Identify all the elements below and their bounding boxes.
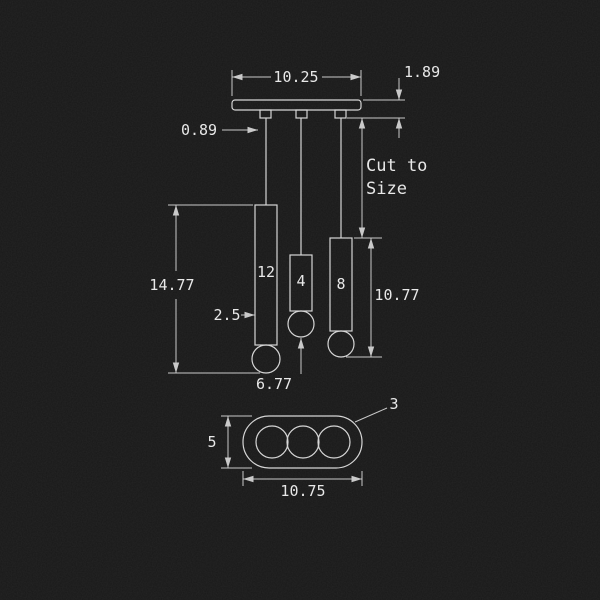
dim-middle-pendant-overall: 6.77 bbox=[256, 338, 305, 393]
dim-canopy-height: 1.89 bbox=[347, 63, 440, 138]
pendant-right: 8 bbox=[327, 237, 355, 358]
canopy-depth-label: 5 bbox=[207, 433, 216, 451]
hole-diameter-label: 3 bbox=[389, 395, 398, 413]
canopy-hole-middle bbox=[286, 425, 320, 459]
canopy-plate-top bbox=[242, 415, 363, 469]
dim-canopy-depth: 5 bbox=[207, 415, 252, 469]
cord-diameter-label: 0.89 bbox=[181, 121, 217, 139]
dim-tube-diameter: 2.5 bbox=[213, 306, 255, 324]
bulb-middle bbox=[287, 310, 315, 338]
cut-to-size-label-line1: Cut to bbox=[366, 156, 427, 176]
tube-left-length-label: 12 bbox=[257, 263, 275, 281]
tube-middle-length-label: 4 bbox=[296, 272, 305, 290]
dim-cut-to-size: Cut to Size bbox=[354, 118, 427, 239]
middle-pendant-overall-label: 6.77 bbox=[256, 375, 292, 393]
tube-right-length-label: 8 bbox=[336, 275, 345, 293]
canopy-height-label: 1.89 bbox=[404, 63, 440, 81]
tube-diameter-label: 2.5 bbox=[213, 306, 240, 324]
leader-line bbox=[354, 407, 388, 423]
dim-right-pendant-overall: 10.77 bbox=[346, 238, 420, 358]
bulb-right bbox=[327, 330, 355, 358]
left-pendant-overall-label: 14.77 bbox=[149, 276, 194, 294]
bulb-left bbox=[251, 344, 281, 374]
canopy-top-view bbox=[242, 415, 363, 469]
canopy-hole-right bbox=[317, 425, 351, 459]
dim-hole-diameter: 3 bbox=[354, 395, 399, 423]
canopy-hole-left bbox=[255, 425, 289, 459]
pendant-middle: 4 bbox=[287, 254, 315, 338]
canopy-width-label: 10.25 bbox=[273, 68, 318, 86]
dim-cord-diameter: 0.89 bbox=[181, 121, 258, 139]
dim-left-pendant-overall: 14.77 bbox=[149, 204, 260, 374]
pendant-left: 12 bbox=[251, 204, 281, 374]
dim-canopy-width: 10.25 bbox=[231, 68, 362, 96]
cut-to-size-label-line2: Size bbox=[366, 179, 407, 199]
right-pendant-overall-label: 10.77 bbox=[374, 286, 419, 304]
canopy-length-label: 10.75 bbox=[280, 482, 325, 500]
dim-canopy-length: 10.75 bbox=[242, 471, 363, 500]
